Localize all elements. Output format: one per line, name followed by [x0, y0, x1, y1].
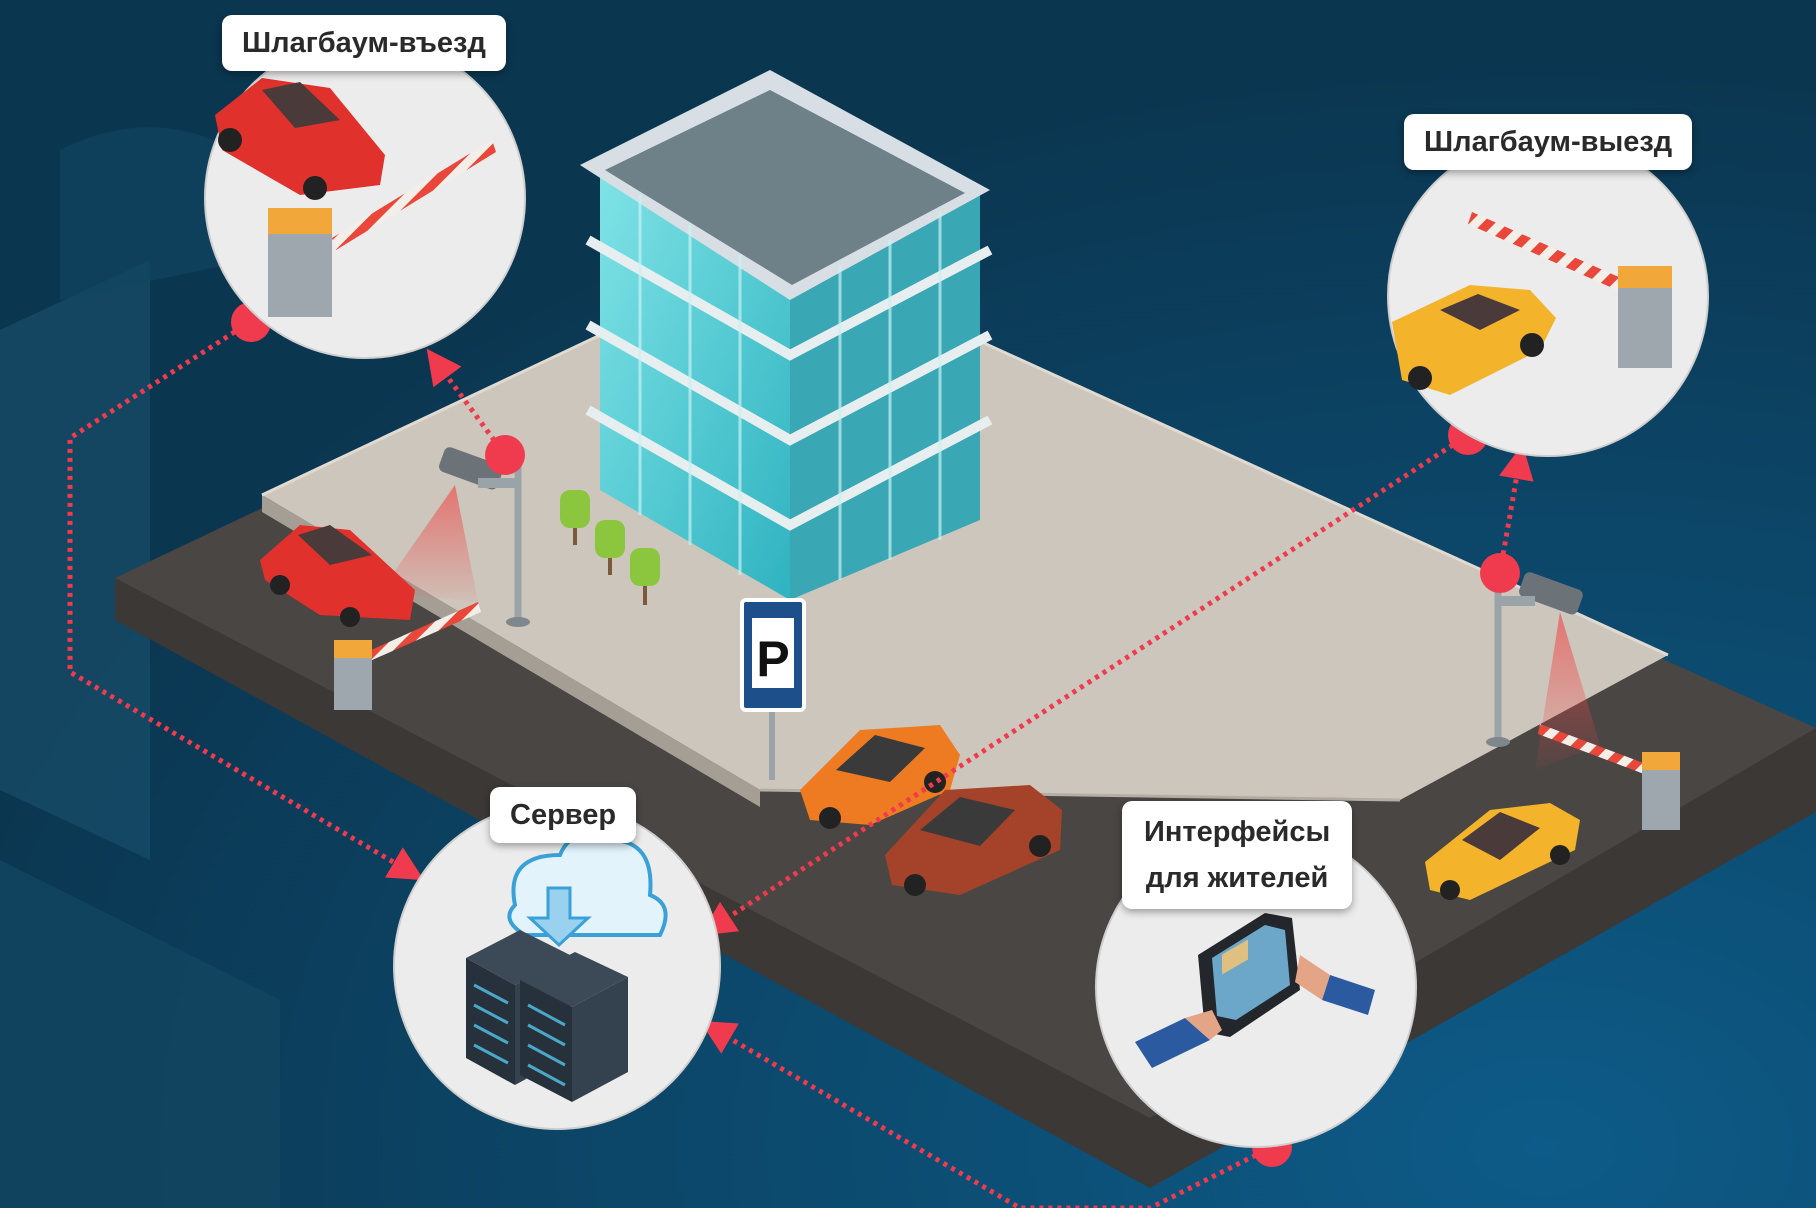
tablet-icon — [1198, 913, 1300, 1037]
barrier-icon — [1538, 724, 1680, 830]
tree-icon — [560, 490, 590, 545]
hands-icon — [1135, 955, 1375, 1068]
barrier-icon — [1468, 212, 1672, 368]
server-circle — [393, 802, 721, 1130]
flow-line-interface-to-server — [699, 1020, 1274, 1208]
connection-dot — [1480, 553, 1520, 593]
barrier-icon — [268, 140, 496, 317]
car-icon — [1392, 285, 1556, 395]
label-exit-barrier: Шлагбаум-выезд — [1404, 114, 1693, 170]
label-resident-interfaces-line1: Интерфейсы — [1144, 816, 1331, 848]
background-shape — [60, 127, 250, 300]
flow-line-exit-to-server — [700, 432, 1470, 936]
flow-line-camera-to-exit — [1497, 444, 1534, 573]
background-shape — [0, 860, 280, 1208]
connection-dot — [485, 435, 525, 475]
exit-barrier-circle — [1387, 135, 1709, 457]
label-resident-interfaces: Интерфейсы для жителей — [1122, 801, 1353, 909]
label-resident-interfaces-line2: для жителей — [1145, 862, 1329, 894]
background-shape — [0, 260, 150, 860]
tree-icon — [630, 548, 660, 605]
camera-icon — [380, 447, 530, 627]
car-icon — [1425, 803, 1580, 900]
building-icon — [580, 70, 993, 600]
label-entry-barrier: Шлагбаум-въезд — [222, 15, 506, 71]
cloud-icon — [507, 833, 668, 948]
label-server: Сервер — [490, 787, 637, 843]
barrier-icon — [334, 602, 481, 710]
parking-sign-icon: P — [740, 598, 806, 780]
car-icon — [885, 785, 1062, 896]
parking-sign-letter: P — [756, 631, 789, 687]
entry-barrier-circle — [204, 37, 526, 359]
tree-icon — [595, 520, 625, 575]
car-icon — [800, 725, 960, 829]
car-icon — [260, 525, 415, 627]
server-icon — [466, 930, 628, 1102]
car-icon — [215, 78, 385, 200]
